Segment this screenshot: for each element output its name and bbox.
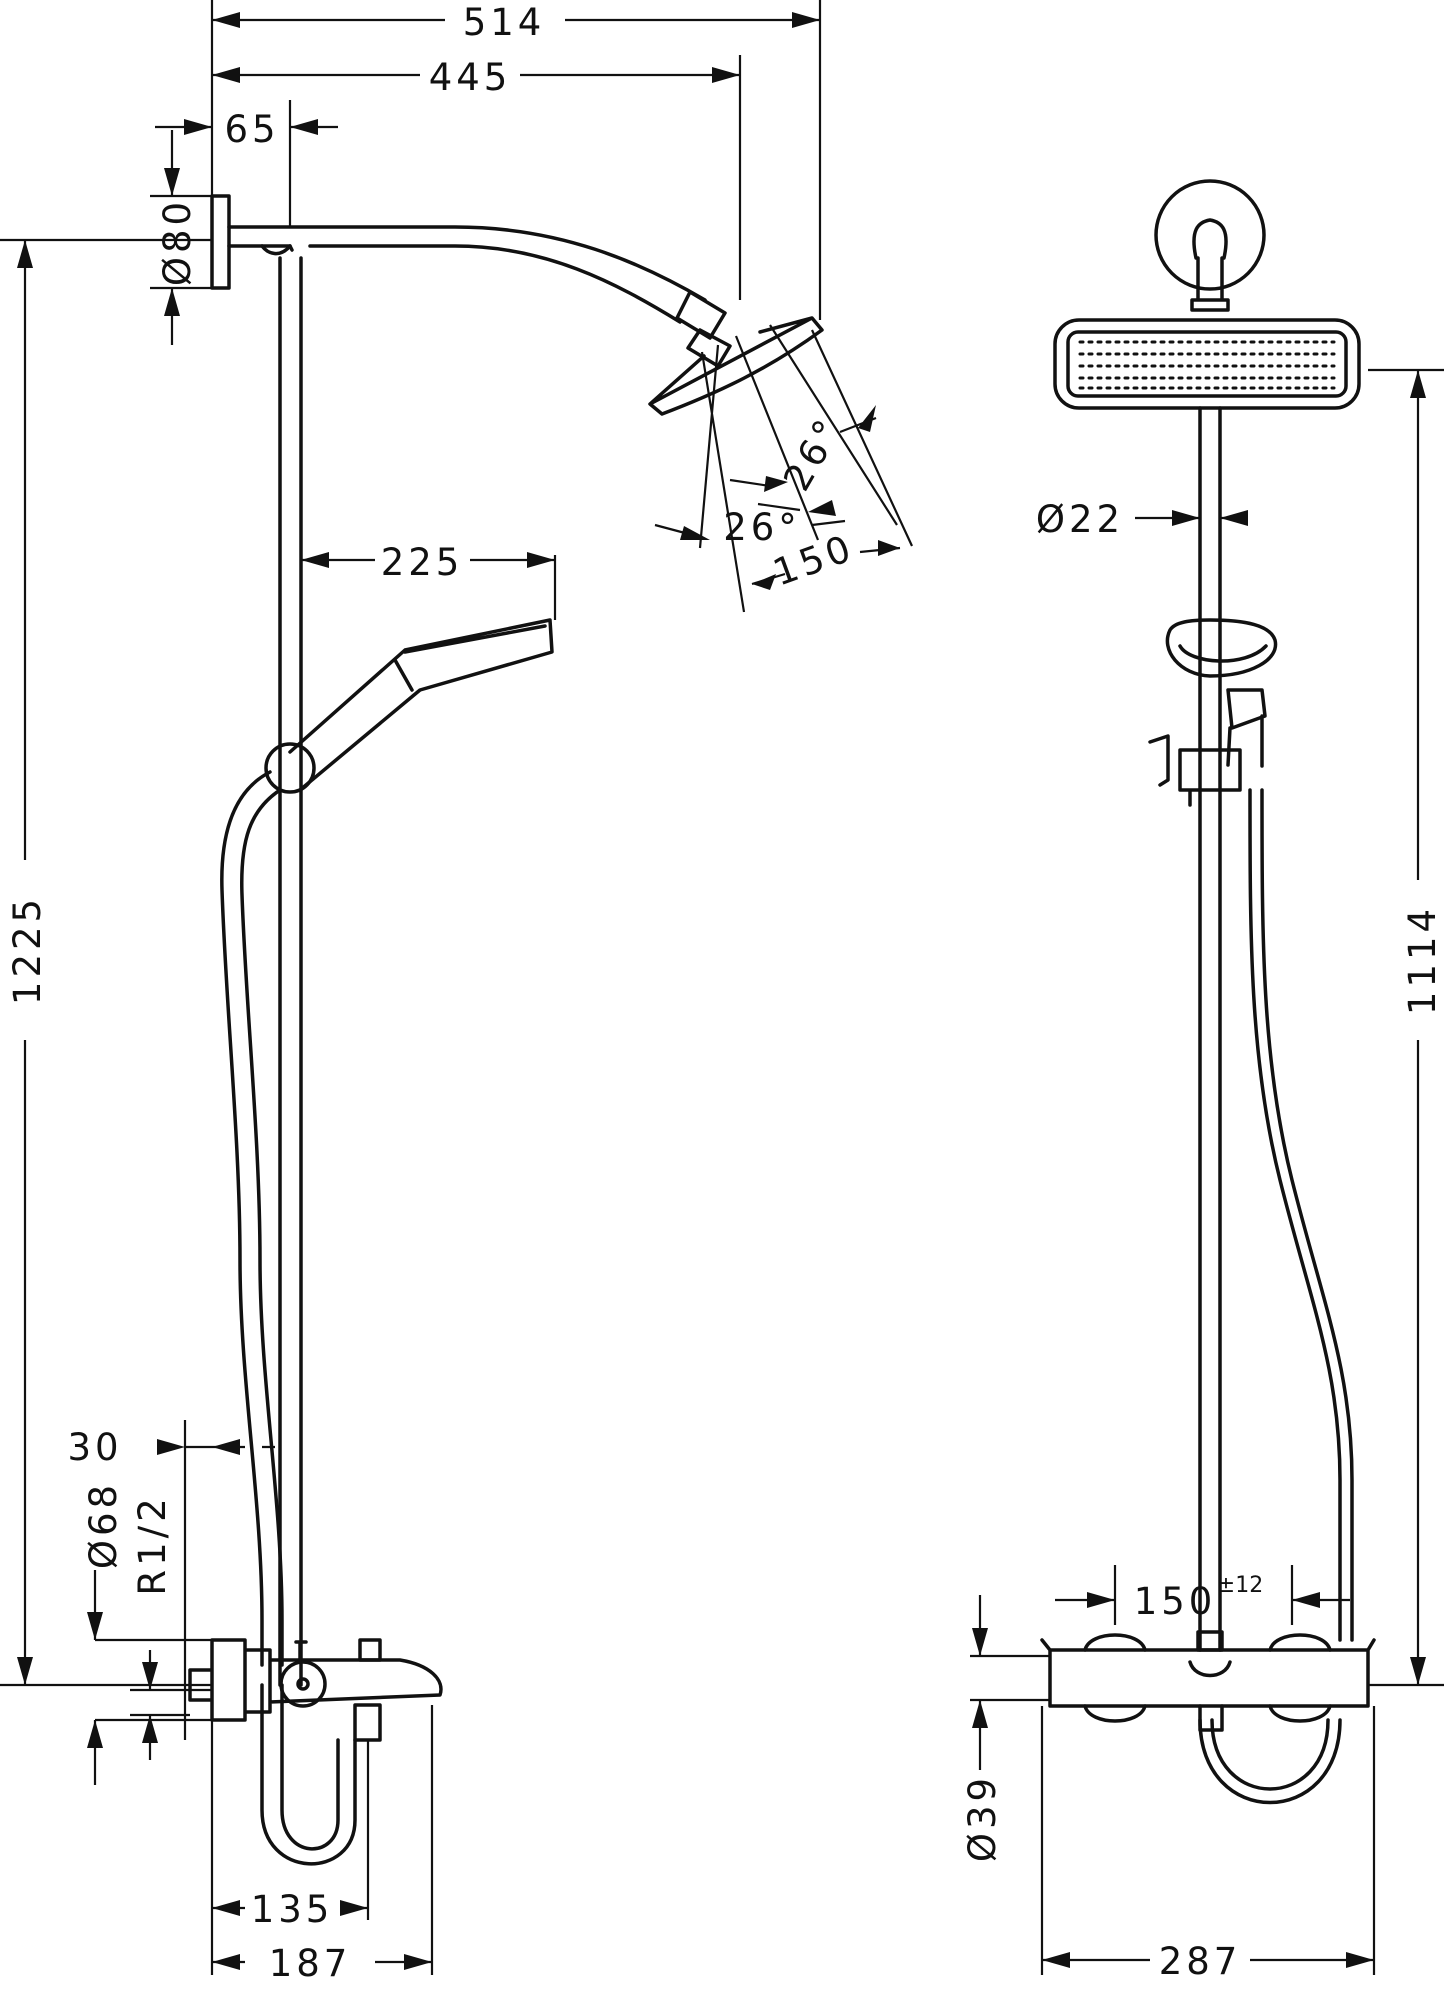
dim-diameter-80: Ø80	[156, 198, 199, 286]
dim-diameter-22: Ø22	[1036, 498, 1124, 541]
dim-135: 135	[251, 1888, 334, 1931]
hose-front	[1198, 788, 1354, 1805]
dim-30: 30	[67, 1426, 122, 1469]
mixer-lever	[294, 1638, 382, 1742]
dim-thread-r12: R1/2	[131, 1494, 174, 1595]
mixer-bar-front	[1040, 1638, 1376, 1708]
dim-tolerance-12: ±12	[1217, 1573, 1263, 1598]
dim-1225: 1225	[6, 895, 49, 1005]
dim-514: 514	[463, 1, 546, 44]
dim-225: 225	[381, 541, 464, 584]
shower-arm	[227, 225, 707, 324]
dim-1114: 1114	[1401, 905, 1444, 1015]
hand-shower-side	[288, 618, 554, 792]
nozzle-pattern	[1078, 340, 1336, 390]
mixer-knob-side	[279, 1660, 327, 1708]
diverter-front	[1188, 1630, 1232, 1732]
overhead-shower-front	[1053, 318, 1361, 410]
dim-diameter-68: Ø68	[82, 1481, 125, 1569]
wall-flange	[210, 194, 231, 290]
dim-65: 65	[224, 108, 279, 151]
dim-diameter-39: Ø39	[961, 1774, 1004, 1862]
mixer-knob-center	[296, 1677, 310, 1691]
dimension-labels: 514 445 65 Ø80 1225 225 26° 26° 150 30 Ø…	[6, 1, 1444, 1985]
riser-pipe	[278, 256, 303, 1687]
slider-holder	[264, 742, 316, 794]
arm-front	[1190, 218, 1230, 312]
overhead-shower-inner	[1066, 330, 1348, 398]
overhead-shower-side	[648, 316, 824, 416]
dim-angle-26-lower: 26°	[723, 506, 801, 549]
dim-angle-26-upper: 26°	[775, 409, 851, 498]
spray-lines	[698, 324, 913, 613]
mixer-body-side	[188, 1638, 443, 1722]
front-view	[1040, 179, 1376, 1805]
riser-front	[1198, 406, 1222, 1652]
hose-side	[220, 770, 357, 1866]
hand-shower-front	[1165, 618, 1278, 678]
mixer-handles-front	[1083, 1633, 1332, 1723]
dim-445: 445	[429, 56, 512, 99]
holder-front	[1148, 734, 1242, 807]
arm-joint	[260, 244, 294, 256]
side-view	[188, 194, 913, 1866]
dim-287: 287	[1159, 1940, 1242, 1983]
hand-shower-handle	[1226, 688, 1267, 768]
dim-150-mixer: 150	[1134, 1580, 1217, 1623]
dim-187: 187	[269, 1942, 352, 1985]
wall-rosette	[1154, 179, 1266, 291]
